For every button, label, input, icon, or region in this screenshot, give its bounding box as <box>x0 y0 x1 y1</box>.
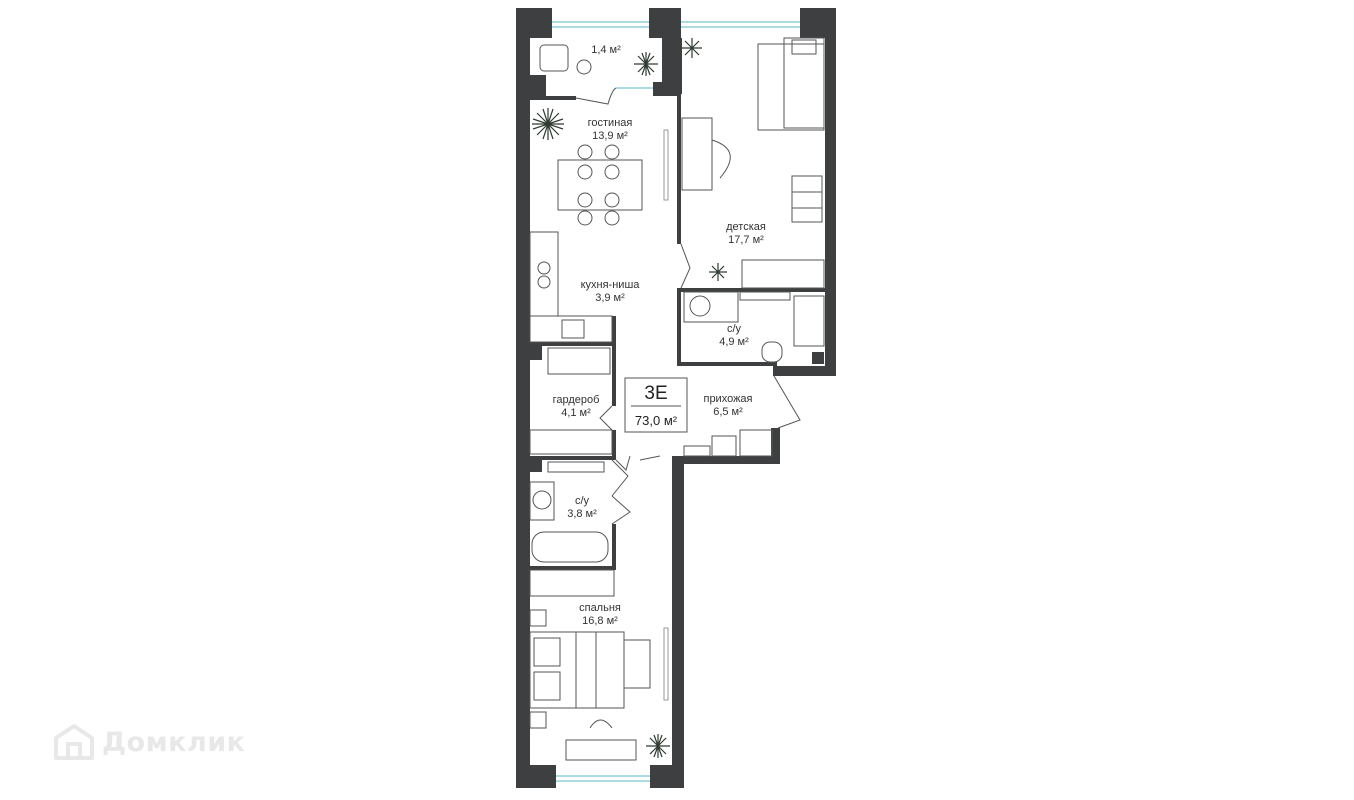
hall-area: 6,5 м² <box>713 406 743 418</box>
walls <box>516 8 836 788</box>
bath-small-area: 3,8 м² <box>567 508 597 520</box>
living-name: гостиная <box>588 117 633 129</box>
wardrobe-name: гардероб <box>553 394 600 406</box>
apartment-badge: 3Е 73,0 м² <box>624 377 688 433</box>
home-logo-icon <box>54 724 94 760</box>
bedroom-area: 16,8 м² <box>582 615 618 627</box>
bath-large-name: с/у <box>727 323 742 335</box>
watermark: Домклик <box>52 722 246 762</box>
apartment-code: 3Е <box>644 383 667 404</box>
kids-area: 17,7 м² <box>728 234 764 246</box>
hall-name: прихожая <box>703 393 752 405</box>
balcony-area: 1,4 м² <box>591 44 621 56</box>
apartment-total-area: 73,0 м² <box>635 413 678 428</box>
room-labels: 1,4 м² гостиная 13,9 м² кухня-ниша 3,9 м… <box>553 44 766 627</box>
bedroom-name: спальня <box>579 602 621 614</box>
wardrobe-area: 4,1 м² <box>561 407 591 419</box>
windows <box>552 21 800 782</box>
kitchen-area: 3,9 м² <box>595 292 625 304</box>
plants <box>532 38 727 758</box>
kids-name: детская <box>726 221 766 233</box>
kitchen-name: кухня-ниша <box>581 279 641 291</box>
living-area: 13,9 м² <box>592 130 628 142</box>
watermark-text: Домклик <box>102 726 246 758</box>
bath-small-name: с/у <box>575 495 590 507</box>
bath-large-area: 4,9 м² <box>719 336 749 348</box>
furniture <box>529 37 825 761</box>
doors <box>575 87 801 525</box>
